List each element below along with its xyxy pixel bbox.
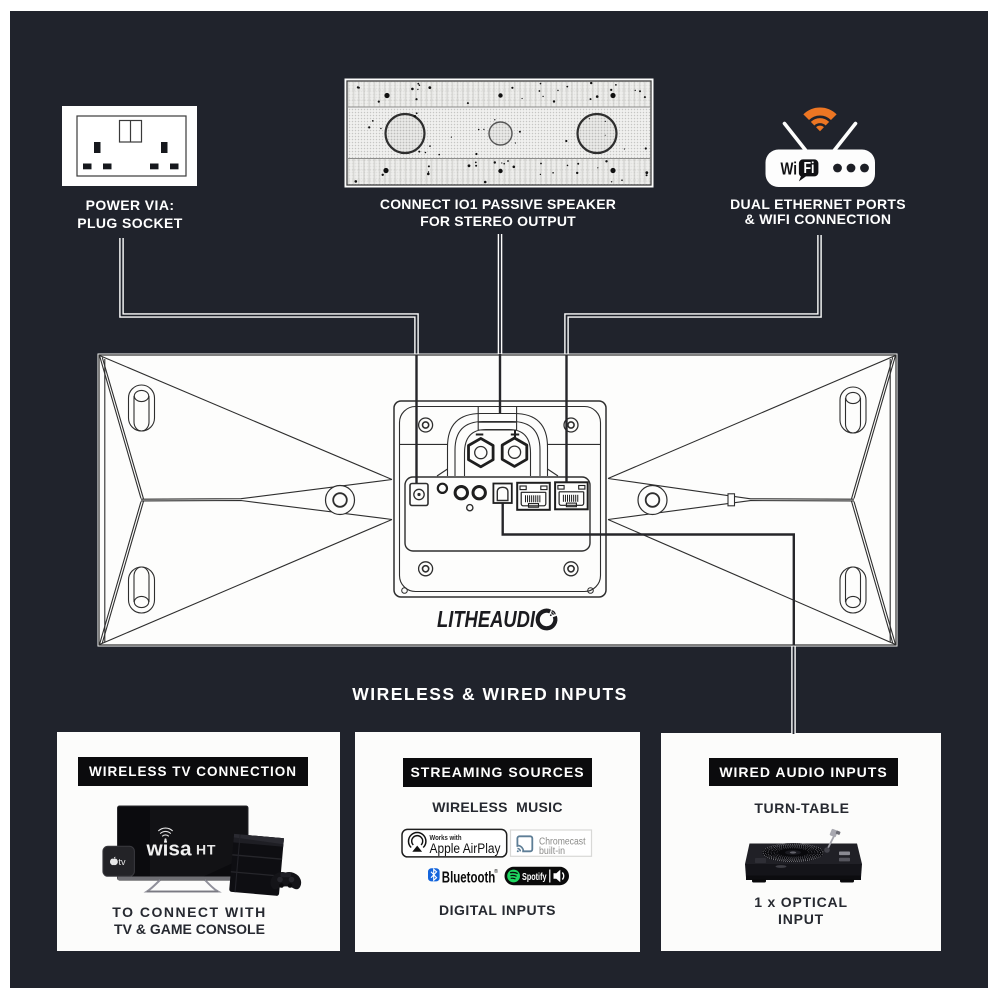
svg-text:Wi: Wi bbox=[781, 159, 798, 179]
svg-text:Works with: Works with bbox=[430, 833, 462, 842]
svg-text:wisa: wisa bbox=[145, 839, 192, 861]
svg-text:tv: tv bbox=[119, 857, 127, 867]
svg-text:Bluetooth: Bluetooth bbox=[442, 869, 496, 886]
svg-text:Chromecast: Chromecast bbox=[539, 836, 586, 848]
svg-text:HT: HT bbox=[196, 842, 216, 858]
svg-text:®: ® bbox=[494, 868, 498, 875]
svg-text:Apple AirPlay: Apple AirPlay bbox=[430, 841, 501, 856]
svg-text:built-in: built-in bbox=[539, 845, 565, 857]
svg-text:Spotify: Spotify bbox=[522, 871, 547, 883]
svg-text:LITHEAUDI: LITHEAUDI bbox=[437, 606, 535, 632]
svg-text:Fi: Fi bbox=[804, 160, 815, 177]
